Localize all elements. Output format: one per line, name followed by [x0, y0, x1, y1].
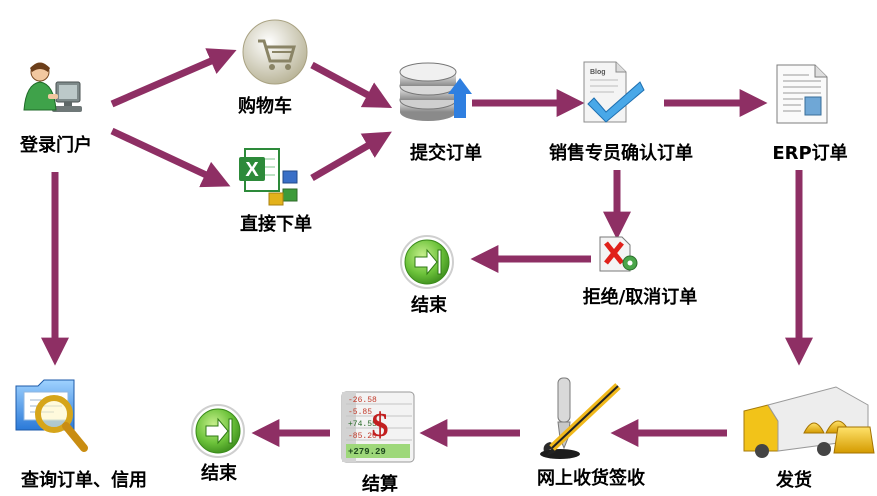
ledger-line-5: +279.29 — [348, 447, 386, 457]
database-upload-icon — [399, 62, 472, 121]
svg-text:$: $ — [372, 407, 389, 444]
reject-cancel-label: 拒绝/取消订单 — [582, 287, 698, 308]
settlement-label: 结算 — [362, 474, 398, 495]
erp-order-label: ERP订单 — [772, 143, 848, 164]
ledger-line-4: -85.20 — [348, 432, 377, 441]
pen-key-icon — [540, 377, 621, 459]
ledger-line-1: -26.58 — [348, 396, 377, 405]
green-end-button-icon — [400, 235, 454, 289]
online-receipt-label: 网上收货签收 — [537, 468, 645, 489]
shopping-cart-label: 购物车 — [238, 96, 292, 117]
svg-text:X: X — [245, 159, 259, 181]
arrow-login-to-cart — [110, 48, 237, 108]
document-checkmark-icon: Blog — [583, 61, 645, 123]
arrow-excel-to-submit — [310, 131, 392, 182]
arrow-login-to-excel — [110, 127, 231, 188]
end-label-1: 结束 — [411, 295, 447, 316]
ledger-dollar-icon: -26.58 -5.85 +74.55 -85.20 +279.29 $ — [341, 391, 415, 463]
green-end-button-icon — [191, 404, 245, 458]
submit-order-label: 提交订单 — [410, 143, 482, 164]
ledger-line-3: +74.55 — [348, 420, 377, 429]
flow-arrows — [41, 48, 813, 447]
shopping-cart-icon — [240, 17, 310, 87]
document-icon — [776, 64, 828, 124]
doc-blog-text: Blog — [590, 69, 606, 76]
folder-magnifier-icon — [15, 379, 88, 452]
end-label-2: 结束 — [201, 463, 237, 484]
direct-order-label: 直接下单 — [240, 214, 312, 235]
user-at-computer-icon — [23, 62, 82, 112]
login-portal-label: 登录门户 — [20, 135, 92, 156]
ship-label: 发货 — [776, 470, 812, 491]
sales-confirm-label: 销售专员确认订单 — [549, 143, 693, 164]
reject-document-icon — [599, 236, 638, 272]
query-order-credit-label: 查询订单、信用 — [21, 470, 147, 491]
arrow-cart-to-submit — [310, 61, 393, 108]
ledger-line-2: -5.85 — [348, 408, 372, 417]
delivery-truck-icon — [743, 386, 875, 458]
excel-icon: X — [239, 148, 298, 206]
